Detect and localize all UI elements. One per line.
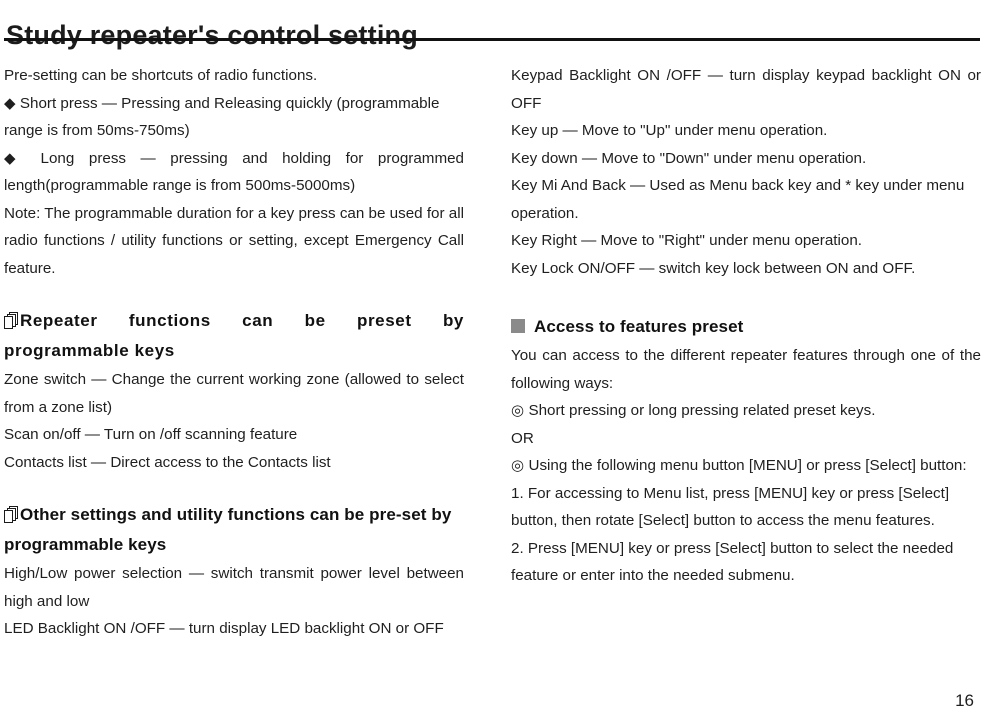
spacer (4, 476, 464, 500)
note-paragraph: Note: The programmable duration for a ke… (4, 204, 464, 277)
title-divider (4, 38, 980, 41)
list-item: Key Right — Move to "Right" under menu o… (511, 232, 862, 249)
list-item: High/Low power selection — switch transm… (4, 565, 464, 610)
list-item: Contacts list — Direct access to the Con… (4, 453, 331, 471)
section-heading-access-features-label: Access to features preset (534, 317, 744, 336)
section-heading-other-settings: Other settings and utility functions can… (4, 500, 464, 560)
access-step-1: 1. For accessing to Menu list, press [ME… (511, 484, 950, 530)
intro-paragraph: Pre-setting can be shortcuts of radio fu… (4, 67, 318, 84)
list-item: Keypad Backlight ON /OFF — turn display … (511, 67, 981, 112)
access-option-2: ◎ Using the following menu button [MENU]… (511, 457, 967, 474)
access-step-2: 2. Press [MENU] key or press [Select] bu… (511, 539, 954, 585)
list-item: Zone switch — Change the current working… (4, 371, 464, 416)
stacked-pages-icon (4, 506, 19, 523)
right-column: Keypad Backlight ON /OFF — turn display … (511, 62, 981, 590)
access-intro-paragraph: You can access to the different repeater… (511, 347, 981, 392)
access-option-1: ◎ Short pressing or long pressing relate… (511, 402, 876, 419)
page-number: 16 (955, 691, 974, 710)
filled-square-bullet-icon (511, 319, 525, 333)
short-press-paragraph: ◆ Short press — Pressing and Releasing q… (4, 94, 440, 140)
section-heading-repeater-functions: Repeater functions can be preset by prog… (4, 306, 464, 366)
spacer (511, 282, 981, 312)
section-heading-repeater-functions-label: Repeater functions can be preset by prog… (4, 311, 464, 360)
access-or-label: OR (511, 429, 534, 447)
list-item: Key down — Move to "Down" under menu ope… (511, 149, 867, 167)
page-title: Study repeater's control setting (6, 20, 418, 51)
section-heading-access-features: Access to features preset (511, 312, 981, 342)
list-item: Key Lock ON/OFF — switch key lock betwee… (511, 259, 916, 277)
section-heading-other-settings-label: Other settings and utility functions can… (4, 505, 452, 554)
list-item: LED Backlight ON /OFF — turn display LED… (4, 620, 444, 637)
stacked-pages-icon (4, 312, 19, 329)
spacer (4, 282, 464, 306)
list-item: Key Mi And Back — Used as Menu back key … (511, 177, 965, 222)
list-item: Key up — Move to "Up" under menu operati… (511, 122, 828, 139)
list-item: Scan on/off — Turn on /off scanning feat… (4, 426, 298, 443)
left-column: Pre-setting can be shortcuts of radio fu… (4, 62, 464, 643)
long-press-paragraph: ◆ Long press — pressing and holding for … (4, 149, 464, 195)
